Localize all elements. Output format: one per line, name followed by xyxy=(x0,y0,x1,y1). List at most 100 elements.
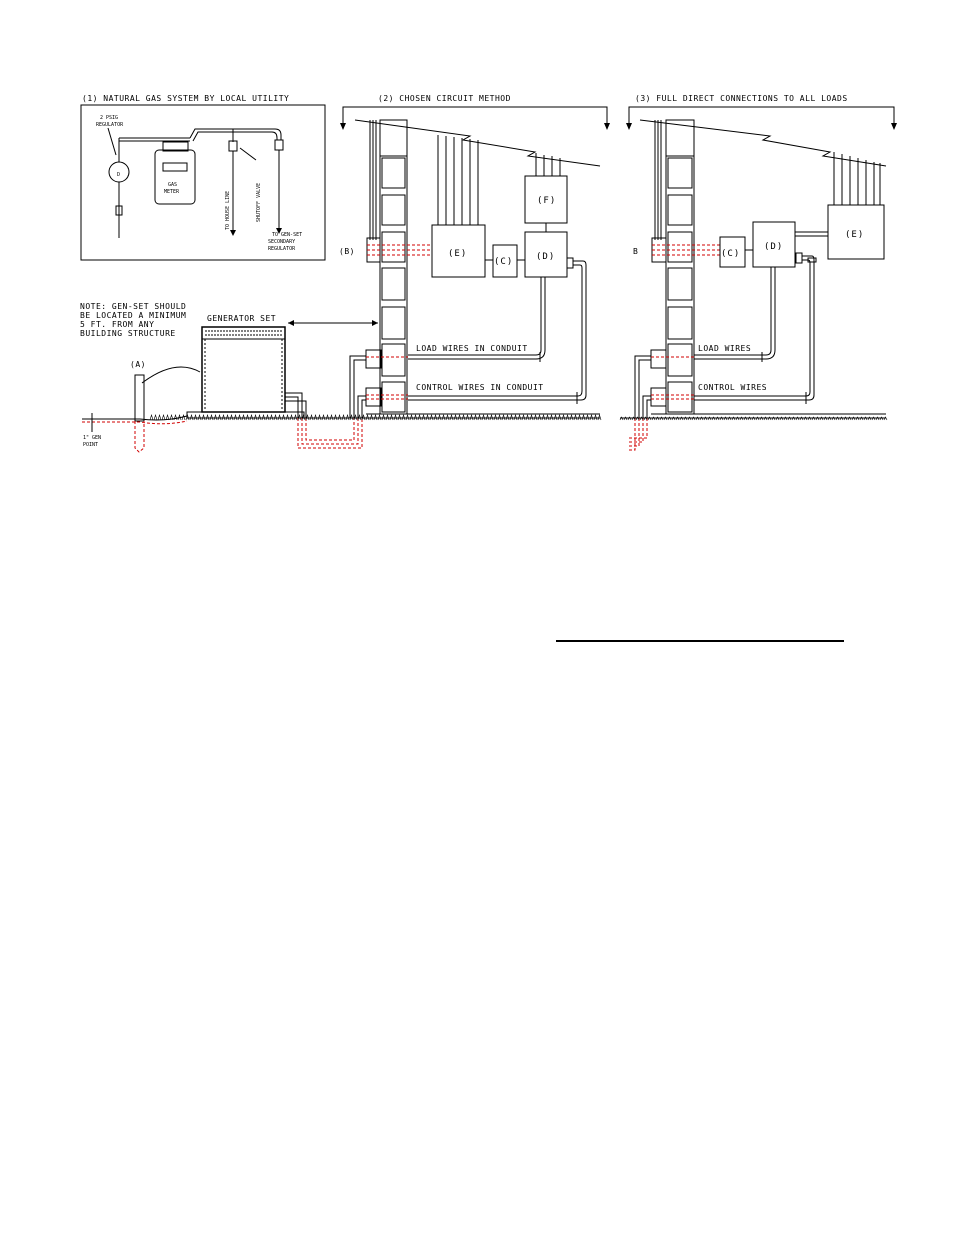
p3-box-e xyxy=(827,204,885,260)
grass-tuft xyxy=(389,413,394,421)
grass-tuft xyxy=(631,416,636,421)
grass-tuft xyxy=(149,413,154,421)
shutoff-leader xyxy=(239,147,257,161)
grass-tuft xyxy=(581,413,586,421)
grass-tuft xyxy=(309,413,314,421)
load-conduit xyxy=(694,349,776,360)
grass-tuft xyxy=(573,413,578,421)
p3-b-label: B xyxy=(633,247,638,256)
grass-tuft xyxy=(445,413,450,421)
grass-tuft xyxy=(273,413,278,421)
grass-tuft xyxy=(569,413,574,421)
panel-1-title: (1) NATURAL GAS SYSTEM BY LOCAL UTILITY xyxy=(82,94,289,103)
gas-pipe xyxy=(189,128,282,140)
pipe-fitting xyxy=(566,257,574,269)
panel-full-direct: (3) FULL DIRECT CONNECTIONS TO ALL LOADS… xyxy=(620,94,897,451)
grass-tuft xyxy=(169,413,174,421)
grass-tuft xyxy=(639,416,644,421)
stud xyxy=(667,267,693,301)
grass-tuft xyxy=(465,413,470,421)
p3-d-label: (D) xyxy=(764,242,783,252)
pipe-fitting xyxy=(807,257,817,263)
grass-tuft xyxy=(393,413,398,421)
panel-gas-system: (1) NATURAL GAS SYSTEM BY LOCAL UTILITY … xyxy=(80,94,326,261)
panel-chosen-circuit: (2) CHOSEN CIRCUIT METHOD (B) xyxy=(304,94,610,419)
grass-tuft xyxy=(803,416,808,421)
grass-tuft xyxy=(859,416,864,421)
grass-tuft xyxy=(281,413,286,421)
grass-tuft xyxy=(505,413,510,421)
grass-tuft xyxy=(565,413,570,421)
stud xyxy=(667,381,693,413)
grass-tuft xyxy=(353,413,358,421)
grass-tuft xyxy=(201,413,206,421)
grass-tuft xyxy=(545,413,550,421)
arrow-head xyxy=(230,230,236,236)
grass-tuft xyxy=(205,413,210,421)
generator-set-label: GENERATOR SET xyxy=(207,314,276,323)
grass-tuft xyxy=(485,413,490,421)
generator-roof xyxy=(201,326,286,340)
grass-tuft xyxy=(743,416,748,421)
grass-tuft xyxy=(827,416,832,421)
grass-tuft xyxy=(185,413,190,421)
conduit xyxy=(349,355,366,418)
grass-tuft xyxy=(561,413,566,421)
gas-system-frame xyxy=(80,104,326,261)
grass-tuft xyxy=(417,413,422,421)
conduit xyxy=(285,400,307,418)
grass-tuft xyxy=(585,413,590,421)
gas-pipe-marker-a: (A) xyxy=(130,360,146,369)
ground-label-2: POINT xyxy=(83,442,98,448)
grass-tuft xyxy=(651,416,656,421)
grass-tuft xyxy=(217,413,222,421)
grass-tuft xyxy=(823,416,828,421)
grass-tuft xyxy=(437,413,442,421)
gas-meter-label-2: METER xyxy=(164,189,180,195)
generator-area: NOTE: GEN-SET SHOULD BE LOCATED A MINIMU… xyxy=(80,302,378,453)
grass-tuft xyxy=(173,413,178,421)
grass-tuft xyxy=(703,416,708,421)
grass-tuft xyxy=(771,416,776,421)
grass-tuft xyxy=(783,416,788,421)
regulator-leader xyxy=(107,127,117,156)
grass-tuft xyxy=(787,416,792,421)
stud xyxy=(381,267,406,301)
grass-tuft xyxy=(791,416,796,421)
grass-tuft xyxy=(811,416,816,421)
grass-tuft xyxy=(409,413,414,421)
grass-tuft xyxy=(593,413,598,421)
to-genset-label-1: TO GEN-SET xyxy=(272,232,302,238)
meter-dial xyxy=(162,162,188,172)
grass-tuft xyxy=(425,413,430,421)
arrow-head xyxy=(626,123,632,130)
grass-tuft xyxy=(679,416,684,421)
p2-box-d xyxy=(524,231,568,278)
conduit xyxy=(361,399,366,418)
grass-tuft xyxy=(529,413,534,421)
ground-rod-buried xyxy=(134,421,145,453)
grass-tuft xyxy=(647,416,652,421)
p2-box-c xyxy=(492,244,518,278)
signature-line xyxy=(556,640,844,642)
grass-tuft xyxy=(663,416,668,421)
grass-tuft xyxy=(525,413,530,421)
stud xyxy=(667,306,693,340)
grass-tuft xyxy=(497,413,502,421)
grass-tuft xyxy=(481,413,486,421)
grass-tuft xyxy=(357,413,362,421)
p3-e-label: (E) xyxy=(845,230,864,240)
p3-control-wires-label: CONTROL WIRES xyxy=(698,383,767,392)
grass-tuft xyxy=(799,416,804,421)
grass-tuft xyxy=(723,416,728,421)
p2-d-label: (D) xyxy=(536,252,555,262)
load-conduit xyxy=(408,349,542,356)
generator-pad xyxy=(186,411,305,419)
grass-tuft xyxy=(597,413,602,421)
grass-tuft xyxy=(165,413,170,421)
grass-tuft xyxy=(533,413,538,421)
ground-rod xyxy=(134,374,145,422)
grass-tuft xyxy=(683,416,688,421)
grass-tuft xyxy=(759,416,764,421)
grass-tuft xyxy=(453,413,458,421)
